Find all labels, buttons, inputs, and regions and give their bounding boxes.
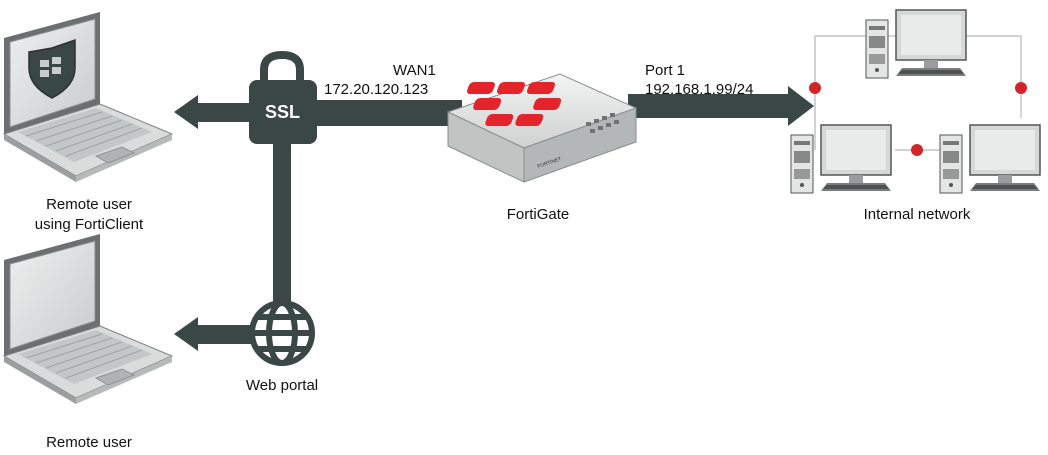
- appliance-ports: [586, 113, 619, 133]
- internal-network-label: Internal network: [863, 206, 971, 223]
- fortinet-logo-icon: [466, 82, 562, 126]
- desktop-computer: [790, 124, 892, 194]
- ssl-arrow-head: [174, 95, 198, 129]
- portal-arrow-shaft: [196, 325, 252, 344]
- wan1-ip: 172.20.120.123: [324, 81, 429, 98]
- ssl-arrow-shaft: [196, 103, 256, 122]
- remote-user-label: Remote user: [46, 434, 132, 451]
- vertical-link: [273, 130, 291, 302]
- portal-arrow-head: [174, 317, 198, 351]
- web-portal-label: Web portal: [245, 377, 319, 394]
- port1-ip: 192.168.1.99/24: [645, 81, 754, 98]
- desktop-computer: [939, 124, 1041, 194]
- network-node: [809, 82, 821, 94]
- desktop-computer: [865, 9, 967, 79]
- wan1-label: WAN1: [393, 62, 436, 79]
- port1-label: Port 1: [645, 62, 686, 79]
- fortinet-logo-icon: [40, 57, 61, 77]
- network-node: [1015, 82, 1027, 94]
- remote-user-laptop: [3, 233, 173, 405]
- globe-icon: [249, 300, 315, 366]
- remote-forticlient-label-line2: using FortiClient: [34, 216, 144, 233]
- fortigate-label: FortiGate: [506, 206, 570, 223]
- remote-forticlient-label-line1: Remote user: [46, 196, 132, 213]
- network-node: [911, 144, 923, 156]
- forticlient-laptop: [3, 11, 173, 183]
- ssl-label: SSL: [265, 102, 301, 122]
- fortigate-appliance: FORTINET: [446, 73, 638, 183]
- port1-arrow-head: [788, 86, 814, 126]
- ssl-padlock-icon: [249, 50, 317, 144]
- connection-lines: [174, 86, 814, 351]
- port1-link: [628, 94, 790, 118]
